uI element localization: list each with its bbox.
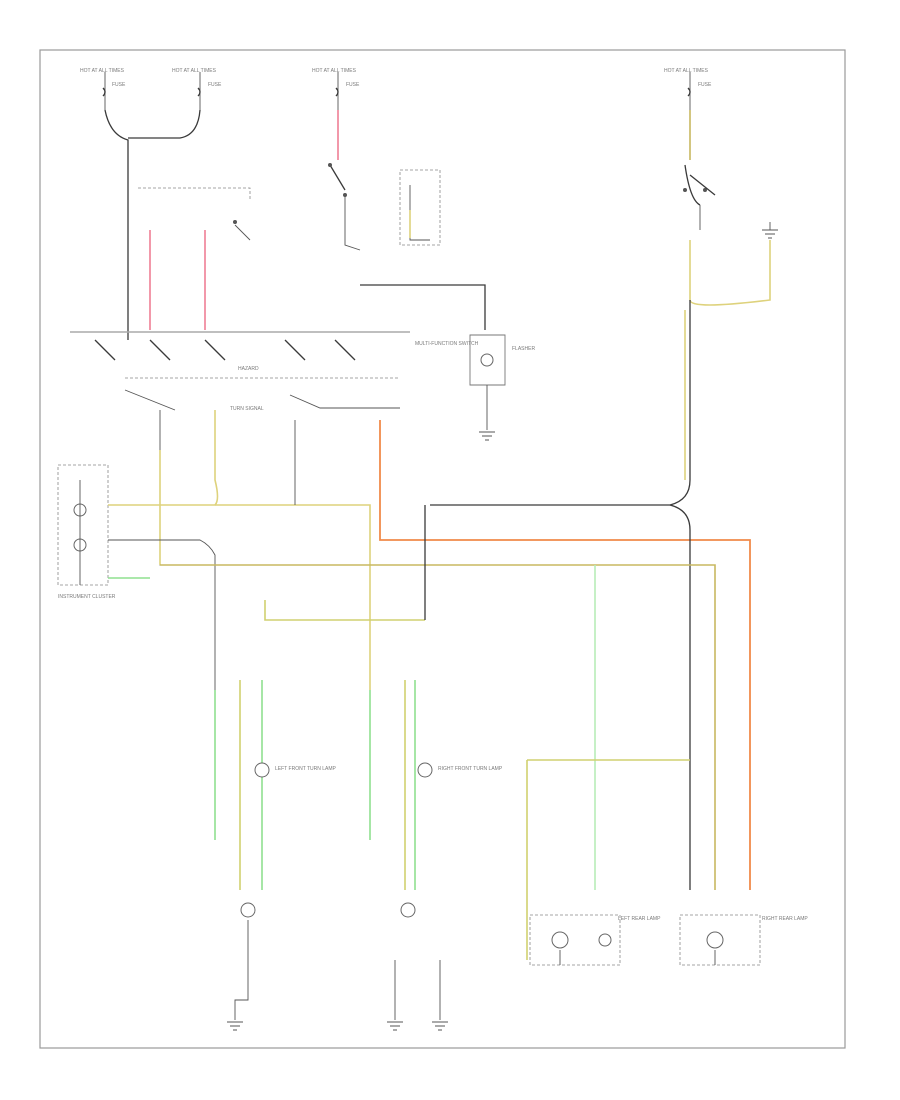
svg-text:HOT AT ALL TIMES: HOT AT ALL TIMES — [664, 68, 709, 74]
svg-text:HOT AT ALL TIMES: HOT AT ALL TIMES — [80, 68, 125, 74]
fuse-feed-2: HOT AT ALL TIMES FUSE — [128, 68, 222, 139]
svg-text:LEFT REAR LAMP: LEFT REAR LAMP — [618, 916, 661, 922]
svg-text:RIGHT REAR LAMP: RIGHT REAR LAMP — [762, 916, 808, 922]
svg-text:FUSE: FUSE — [208, 82, 222, 88]
multifunction-switch: HAZARD MULTI-FUNCTION SWITCH TURN SIGNAL — [70, 187, 486, 412]
svg-text:TURN SIGNAL: TURN SIGNAL — [230, 406, 264, 412]
svg-text:HOT AT ALL TIMES: HOT AT ALL TIMES — [312, 68, 357, 74]
svg-text:RIGHT FRONT TURN LAMP: RIGHT FRONT TURN LAMP — [438, 766, 503, 772]
svg-text:FUSE: FUSE — [698, 82, 712, 88]
svg-text:HAZARD: HAZARD — [238, 366, 259, 372]
brake-switch — [328, 163, 441, 251]
svg-text:LEFT FRONT TURN LAMP: LEFT FRONT TURN LAMP — [275, 766, 337, 772]
diagram-frame — [39, 49, 846, 1049]
rear-lamps: LEFT REAR LAMP RIGHT REAR LAMP — [526, 759, 808, 966]
fuse-feed-4: HOT AT ALL TIMES FUSE — [664, 68, 712, 160]
svg-text:INSTRUMENT CLUSTER: INSTRUMENT CLUSTER — [58, 594, 116, 600]
right-front-lamp-branch: RIGHT FRONT TURN LAMP — [369, 505, 503, 1031]
fuse-feed-1: HOT AT ALL TIMES FUSE — [80, 68, 129, 340]
right-top-switch — [683, 164, 778, 306]
svg-text:FUSE: FUSE — [346, 82, 360, 88]
svg-text:FLASHER: FLASHER — [512, 346, 535, 352]
fuse-feed-3: HOT AT ALL TIMES FUSE — [312, 68, 360, 160]
instrument-cluster: INSTRUMENT CLUSTER — [57, 464, 150, 600]
svg-text:MULTI-FUNCTION SWITCH: MULTI-FUNCTION SWITCH — [415, 341, 479, 347]
flasher: FLASHER — [469, 334, 535, 441]
left-front-lamp-branch: LEFT FRONT TURN LAMP — [214, 600, 425, 1031]
svg-text:FUSE: FUSE — [112, 82, 126, 88]
svg-text:HOT AT ALL TIMES: HOT AT ALL TIMES — [172, 68, 217, 74]
